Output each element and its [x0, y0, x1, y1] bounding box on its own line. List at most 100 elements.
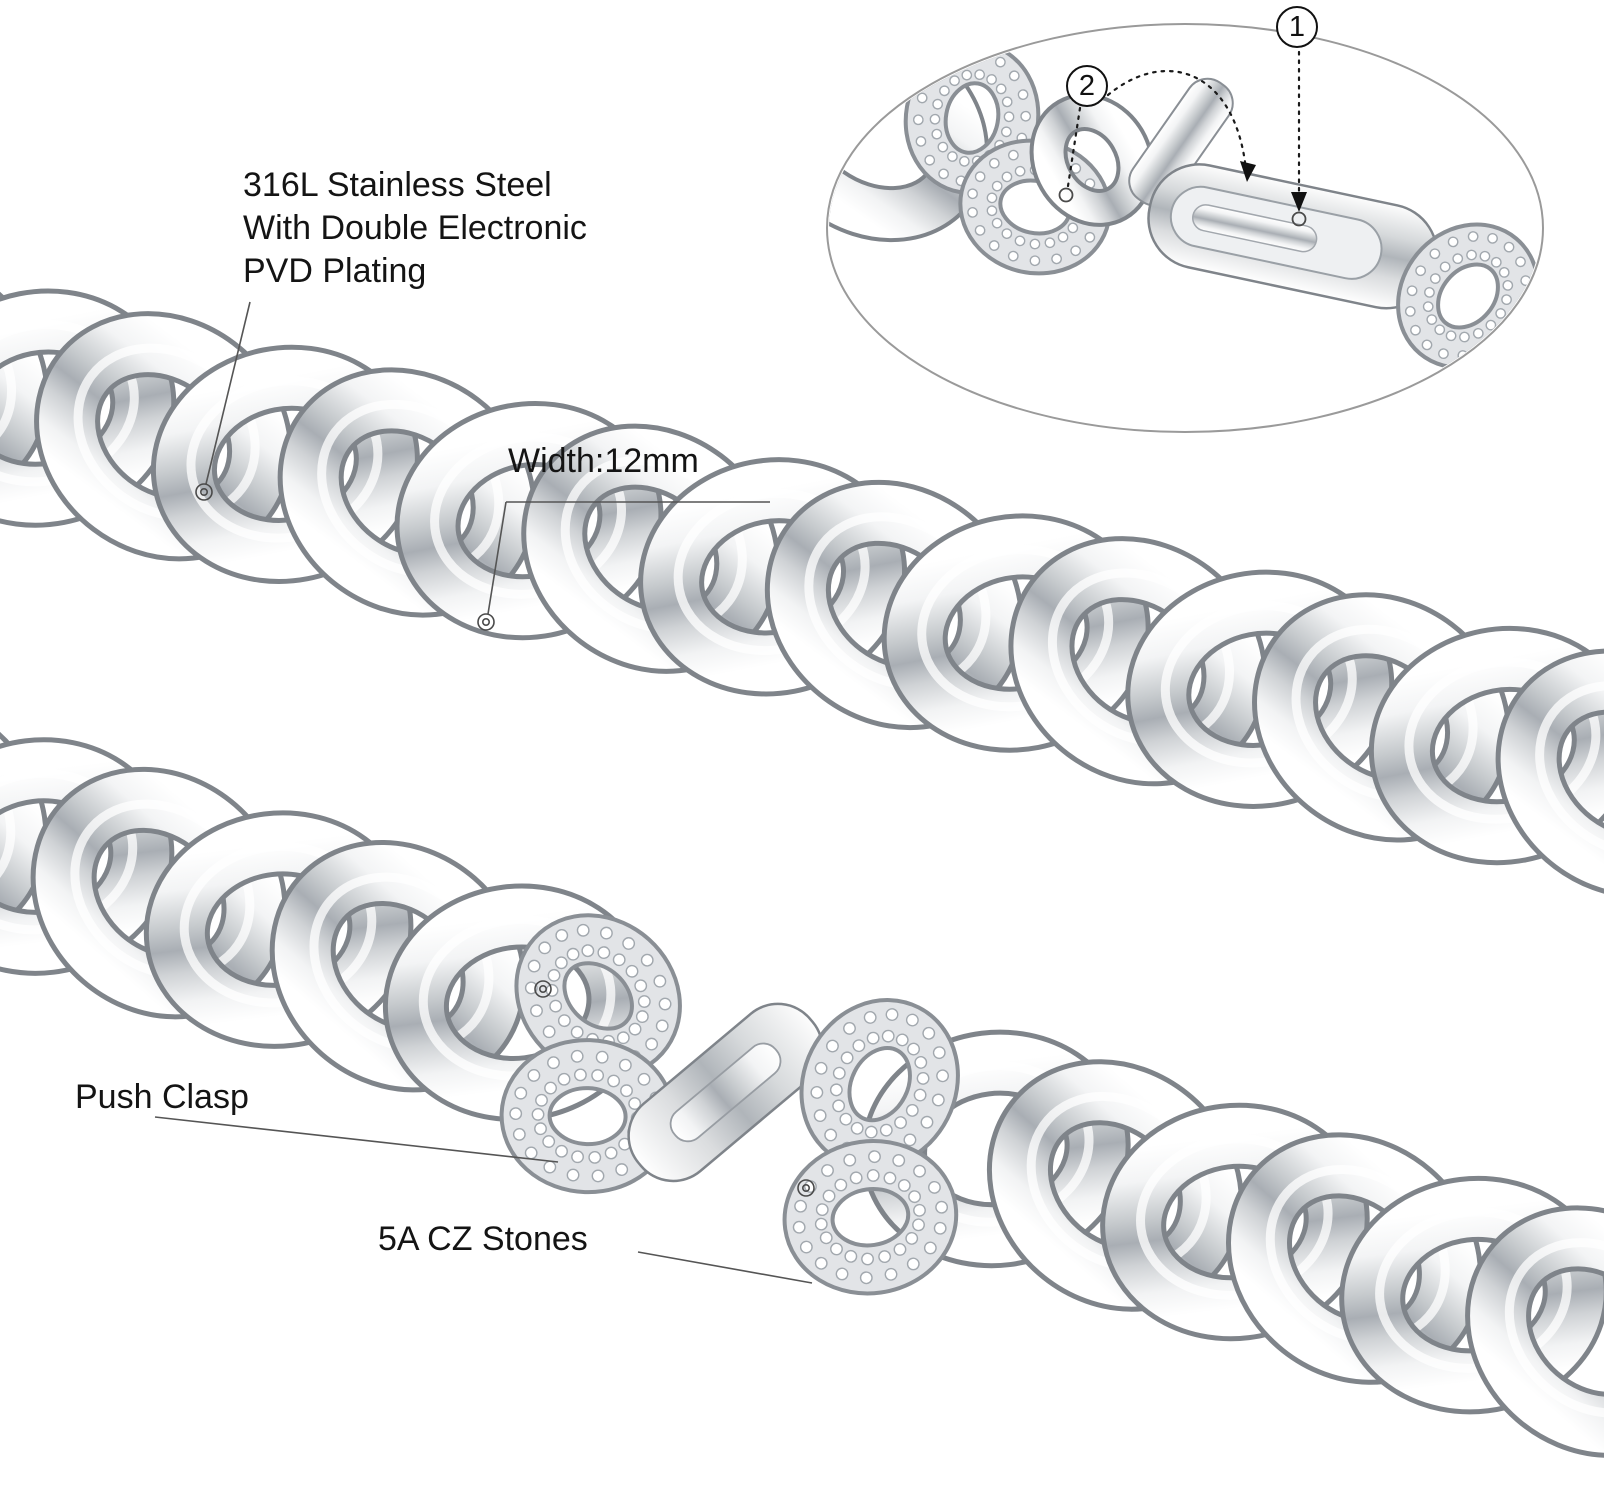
cz-stone — [1502, 280, 1514, 291]
cz-stone — [1501, 294, 1512, 306]
cz-stone — [1421, 339, 1433, 351]
cz-stone — [531, 1107, 545, 1121]
callout-1-arrowhead — [1291, 192, 1307, 212]
inset-marker-1 — [1291, 211, 1307, 227]
cz-stone — [1014, 235, 1026, 247]
cz-stone — [991, 180, 1003, 192]
cz-stone — [931, 1093, 945, 1107]
leader-line-push-clasp — [154, 1116, 559, 1163]
cz-stone — [1466, 249, 1477, 261]
cz-stone — [849, 1171, 863, 1185]
chain-link — [1495, 648, 1604, 899]
cz-stone — [905, 1231, 919, 1245]
cz-stone — [1472, 327, 1484, 339]
cz-stone — [538, 941, 552, 955]
cz-stone — [922, 1026, 936, 1040]
cz-stone — [883, 1171, 897, 1185]
cz-stone — [832, 1066, 846, 1080]
cz-stone — [1057, 231, 1069, 243]
label-push-clasp: Push Clasp — [75, 1078, 249, 1116]
cz-stone — [635, 1010, 649, 1024]
cz-stone — [555, 1144, 568, 1158]
cz-stone — [1003, 111, 1015, 123]
cz-pave-link — [799, 998, 960, 1171]
cz-stone — [514, 1086, 528, 1100]
cz-stone — [813, 1109, 827, 1123]
cz-stone — [576, 923, 590, 937]
cz-stone — [1447, 236, 1459, 248]
cz-stone — [959, 50, 970, 62]
cz-stone — [792, 1220, 806, 1234]
cz-stone — [527, 959, 541, 973]
cz-stone — [547, 1056, 560, 1070]
cz-stone — [1434, 324, 1446, 336]
inset-border — [826, 23, 1544, 433]
cz-stone — [1445, 330, 1457, 342]
cz-stone — [1000, 126, 1012, 138]
cz-stone — [1498, 267, 1510, 278]
leader-line-material — [205, 301, 251, 485]
cz-stone — [912, 1218, 925, 1232]
clasp-detail — [829, 26, 1540, 370]
cz-stone — [884, 1267, 898, 1281]
cz-stone — [1067, 222, 1079, 234]
cz-stone — [932, 98, 944, 110]
cz-stone — [1007, 250, 1019, 262]
cz-stone — [894, 1116, 907, 1130]
cz-stone — [640, 953, 654, 967]
cz-stone — [591, 1169, 605, 1183]
cz-stone — [843, 1153, 857, 1167]
callout-arrows — [1066, 50, 1301, 196]
cz-stone — [938, 168, 949, 180]
cz-stone — [974, 171, 986, 183]
cz-stone — [923, 1241, 937, 1255]
cz-stone — [931, 128, 943, 140]
cz-stone — [991, 217, 1003, 229]
cz-stone — [829, 1083, 843, 1097]
cz-stone — [819, 1231, 833, 1245]
cz-stone — [839, 1112, 853, 1126]
cz-stone — [974, 69, 986, 81]
cz-stone — [1029, 255, 1041, 267]
callout-1-number: 1 — [1288, 10, 1306, 43]
cz-stone — [1487, 232, 1498, 244]
cz-stone — [1429, 248, 1441, 260]
cz-stone — [832, 1099, 846, 1113]
cz-stone — [570, 1025, 584, 1039]
cz-stone — [903, 1133, 917, 1147]
cz-pave-link — [514, 913, 682, 1079]
cz-stone — [913, 1164, 926, 1178]
clasp-lid — [1128, 77, 1234, 207]
cz-stone — [1029, 238, 1041, 250]
cz-stone — [1495, 308, 1507, 319]
cz-stone — [607, 1074, 621, 1088]
cz-stone — [843, 1021, 856, 1035]
cz-stone — [949, 75, 960, 87]
cz-stone — [868, 1150, 881, 1164]
cz-stone — [604, 1146, 618, 1160]
cz-stone — [618, 1058, 632, 1072]
cz-stone — [928, 1180, 941, 1194]
cz-stone — [907, 1042, 920, 1056]
chain-link — [0, 254, 50, 506]
leader-line-width-diagonal — [487, 501, 507, 615]
clasp-marker-lower — [797, 1179, 815, 1197]
cz-stone — [653, 974, 667, 988]
cz-stone — [885, 1008, 899, 1021]
cz-stone — [850, 1121, 864, 1135]
cz-stone — [1001, 96, 1013, 108]
cz-stone — [967, 188, 978, 200]
cz-stone — [1051, 253, 1062, 265]
cz-stone — [794, 1199, 808, 1213]
cz-stone — [622, 937, 636, 950]
cz-stone — [1084, 231, 1096, 243]
cz-stone — [986, 205, 998, 217]
cz-stone — [1509, 315, 1521, 327]
cz-stone — [937, 141, 949, 153]
cz-stone — [947, 151, 958, 162]
cz-stone — [961, 69, 973, 81]
cz-stone — [1452, 253, 1464, 265]
cz-stone — [557, 1072, 571, 1086]
cz-stone — [530, 1004, 543, 1018]
cz-stone — [1044, 237, 1056, 249]
